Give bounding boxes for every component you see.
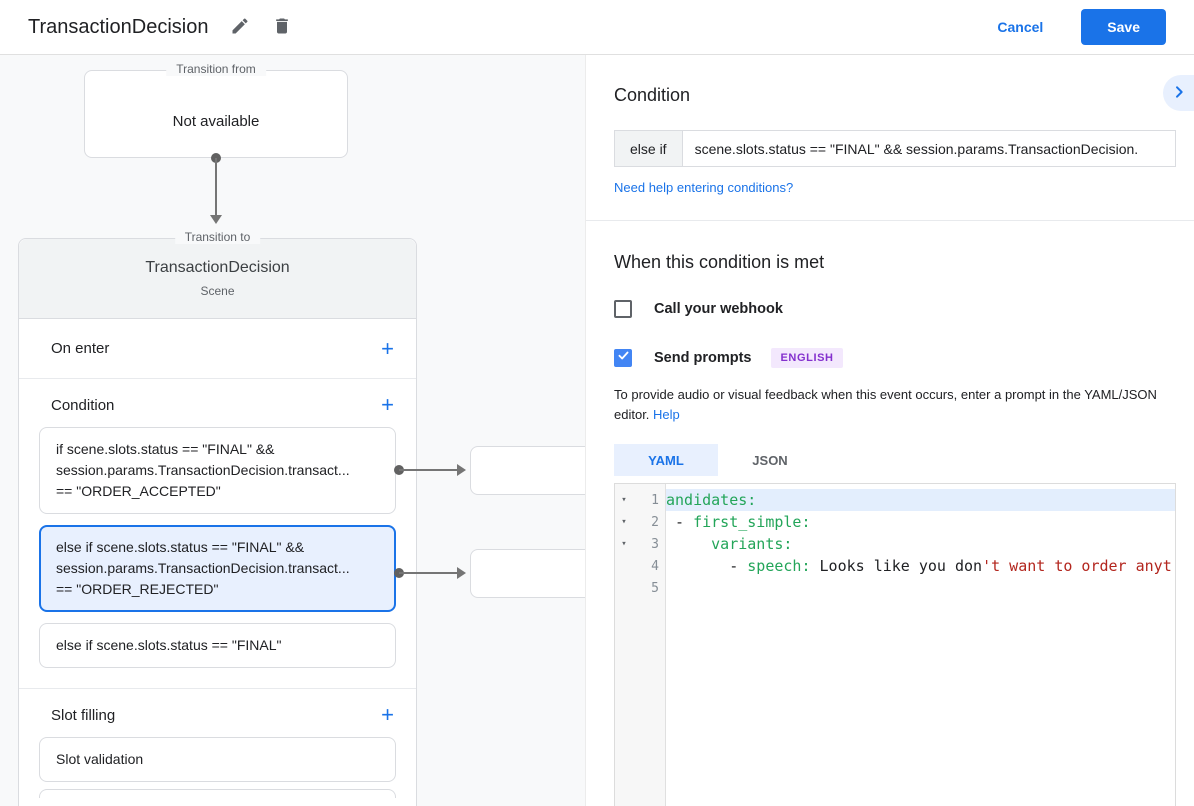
when-met-title: When this condition is met [614,252,825,272]
prompts-description: To provide audio or visual feedback when… [614,385,1176,425]
line-number: 4 [651,558,659,574]
code-token [666,535,711,553]
add-slot-button[interactable]: + [381,702,394,727]
trash-icon [272,16,292,39]
transition-to-legend: Transition to [174,230,261,244]
condition-line: session.params.TransactionDecision.trans… [56,560,350,576]
partial-card [39,789,396,798]
webhook-checkbox[interactable] [614,300,632,318]
condition-card-rejected-selected[interactable]: else if scene.slots.status == "FINAL" &&… [39,525,396,612]
condition-card-final[interactable]: else if scene.slots.status == "FINAL" [39,623,396,668]
line-number: 1 [651,492,659,508]
condition-line: == "ORDER_ACCEPTED" [56,483,221,499]
code-token: - [666,513,694,531]
condition-help-link[interactable]: Need help entering conditions? [614,180,794,195]
connector-line [399,469,461,471]
prompts-description-text: To provide audio or visual feedback when… [614,387,1157,422]
transition-from-value: Not available [172,113,260,130]
condition-expression-input[interactable] [682,130,1176,167]
scene-diagram-pane: Transition from Not available Transition… [0,55,585,806]
prompts-help-link[interactable]: Help [653,407,680,422]
slot-filling-label: Slot filling [51,706,116,724]
scene-card: Transition to TransactionDecision Scene … [18,230,417,806]
condition-prefix-label: else if [614,130,683,167]
condition-line: else if scene.slots.status == "FINAL" [56,637,282,653]
line-number: 2 [651,514,659,530]
editor-tabs: YAML JSON [614,444,1176,476]
transition-from-legend: Transition from [166,62,266,76]
code-line: andidates: [666,489,1175,511]
tab-json[interactable]: JSON [752,452,788,468]
condition-panel-title: Condition [614,85,691,105]
code-token: first_simple: [693,513,811,531]
slot-filling-section: Slot filling + Slot validation [19,688,416,806]
slot-validation-card[interactable]: Slot validation [39,737,396,782]
edit-scene-button[interactable] [230,16,250,39]
top-bar: TransactionDecision Cancel Save [0,0,1194,55]
scene-card-header: TransactionDecision Scene [19,239,416,319]
connector-line [399,572,461,574]
condition-section: Condition + if scene.slots.status == "FI… [19,379,416,688]
pencil-icon [230,16,250,39]
transition-target-box[interactable] [470,549,585,598]
condition-line: == "ORDER_REJECTED" [56,581,219,597]
on-enter-label: On enter [51,340,110,357]
code-token: - [666,557,748,575]
language-badge: ENGLISH [771,348,843,368]
condition-detail-panel: Condition else if Need help entering con… [585,55,1194,806]
fold-toggle-icon[interactable]: ▾ [621,517,627,527]
send-prompts-label: Send prompts [654,350,752,366]
main-area: Transition from Not available Transition… [0,55,1194,806]
condition-card-accepted[interactable]: if scene.slots.status == "FINAL" && sess… [39,427,396,514]
code-token: andidates: [666,491,757,509]
send-prompts-checkbox[interactable] [614,349,632,367]
yaml-code-editor: ▾ 1 ▾ 2 ▾ 3 4 5 andidates: - first_simple: … [614,483,1176,806]
fold-toggle-icon[interactable]: ▾ [621,539,627,549]
connector-line [215,158,217,216]
code-line: - speech: Looks like you don't want to o… [666,555,1175,577]
code-token: Looks like you don [810,557,983,575]
cancel-button[interactable]: Cancel [997,19,1044,35]
on-enter-row: On enter + [19,319,416,379]
transition-target-box[interactable] [470,446,585,495]
condition-line: if scene.slots.status == "FINAL" && [56,441,275,457]
chevron-right-icon [1171,84,1187,103]
code-token: speech: [747,557,811,575]
transition-from-box: Transition from Not available [84,62,348,158]
add-condition-button[interactable]: + [381,392,394,417]
condition-line: else if scene.slots.status == "FINAL" && [56,539,305,555]
line-number: 5 [651,580,659,596]
editor-gutter: ▾ 1 ▾ 2 ▾ 3 4 5 [615,484,666,806]
code-line [666,577,1175,599]
condition-section-label: Condition [51,396,115,414]
fold-toggle-icon[interactable]: ▾ [621,495,627,505]
arrow-down-icon [210,215,222,224]
save-button[interactable]: Save [1081,9,1166,45]
send-prompts-row: Send prompts ENGLISH [614,348,1176,368]
add-on-enter-button[interactable]: + [381,335,394,361]
scene-type-label: Scene [200,284,235,298]
webhook-row: Call your webhook [614,300,1176,318]
tab-yaml[interactable]: YAML [614,444,718,476]
page-title: TransactionDecision [28,15,209,38]
arrow-right-icon [457,464,466,476]
webhook-label: Call your webhook [654,301,783,317]
code-token: 't want to order anyt [982,557,1172,575]
arrow-right-icon [457,567,466,579]
checkmark-icon [617,349,630,367]
scene-name: TransactionDecision [145,259,290,276]
code-line: variants: [666,533,1175,555]
condition-line: session.params.TransactionDecision.trans… [56,462,350,478]
code-line: - first_simple: [666,511,1175,533]
delete-scene-button[interactable] [272,16,292,39]
section-divider [586,220,1194,221]
slot-validation-label: Slot validation [56,751,144,767]
code-token: variants: [711,535,793,553]
collapse-panel-button[interactable] [1163,75,1194,111]
condition-input-group: else if [614,130,1176,167]
code-area[interactable]: andidates: - first_simple: variants: - s… [666,484,1175,806]
line-number: 3 [651,536,659,552]
